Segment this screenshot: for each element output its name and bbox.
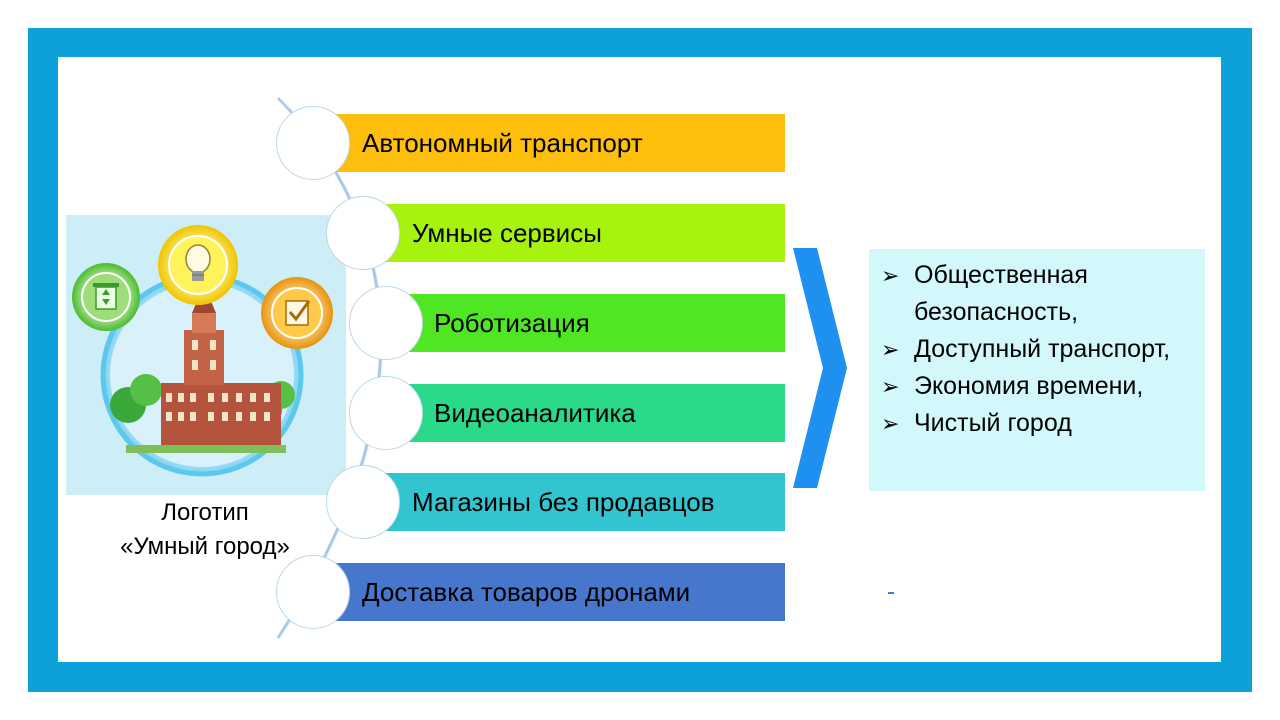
light-bulb-icon [158,225,238,305]
benefit-item: ➢ Общественная безопасность, [881,257,1205,331]
recycle-bin-icon [72,263,140,331]
benefit-text: Экономия времени, [914,372,1144,400]
item-label: Автономный транспорт [362,127,643,158]
item-bubble [276,555,350,629]
item-label: Видеоаналитика [434,397,636,428]
logo-caption-line2: «Умный город» [120,533,290,560]
benefit-item: ➢ Чистый город [881,405,1205,442]
arrow-bullet-icon: ➢ [881,337,900,362]
smart-city-logo [66,215,346,495]
benefits-list: ➢ Общественная безопасность, ➢ Доступный… [869,249,1205,491]
item-bar-video-analytics: Видеоаналитика [384,384,785,442]
item-label: Магазины без продавцов [412,486,715,517]
stray-mark [888,592,894,594]
chevron-right-icon [793,248,847,488]
item-bar-shops-without-sellers: Магазины без продавцов [360,473,785,531]
item-label: Доставка товаров дронами [362,576,691,607]
benefit-text: Чистый город [914,409,1072,437]
logo-caption: Логотип «Умный город» [70,496,340,564]
benefit-text: Доступный транспорт, [914,335,1171,363]
benefit-item: ➢ Доступный транспорт, [881,331,1205,368]
item-bar-robotization: Роботизация [384,294,785,352]
checklist-icon [261,277,333,349]
logo-caption-line1: Логотип [161,499,249,526]
item-bubble [349,286,423,360]
arrow-bullet-icon: ➢ [881,263,900,288]
item-label: Роботизация [434,307,590,338]
item-bubble [276,106,350,180]
arrow-bullet-icon: ➢ [881,374,900,399]
benefit-text: Общественная безопасность, [914,261,1088,326]
item-bar-drone-delivery: Доставка товаров дронами [310,563,785,621]
item-bubble [326,196,400,270]
item-bubble [349,376,423,450]
arrow-bullet-icon: ➢ [881,411,900,436]
item-label: Умные сервисы [412,217,602,248]
item-bar-smart-services: Умные сервисы [360,204,785,262]
benefit-item: ➢ Экономия времени, [881,368,1205,405]
smart-city-logo-illustration [72,225,333,477]
item-bar-autonomous-transport: Автономный транспорт [310,114,785,172]
city-building-icon [126,265,286,453]
item-bubble [326,465,400,539]
